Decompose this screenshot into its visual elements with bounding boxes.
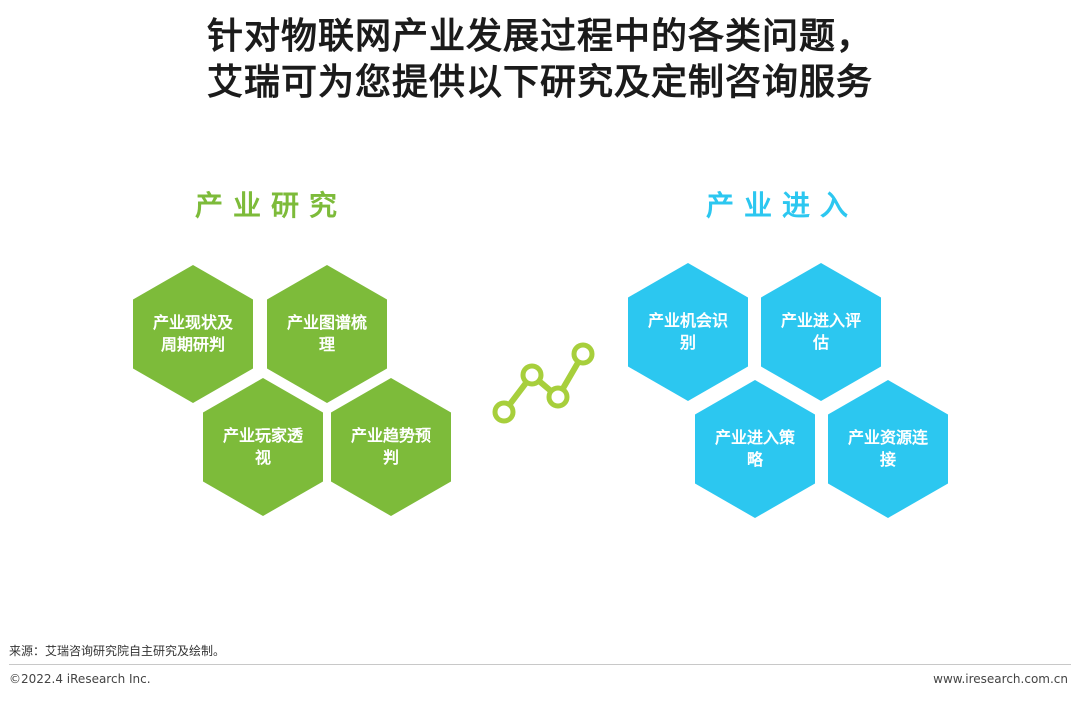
hexagon-shape: [628, 263, 748, 401]
industry-research-title: 产业研究: [195, 189, 348, 222]
website-link[interactable]: www.iresearch.com.cn: [933, 672, 1068, 686]
hexagon-shape: [331, 378, 451, 516]
hexagon-shape: [133, 265, 253, 403]
hex-left-4-label: 产业趋势预判: [350, 426, 431, 467]
hex-left-2-label: 产业图谱梳理: [286, 313, 367, 354]
hex-right-4: 产业资源连接: [828, 380, 948, 518]
page-title-line1: 针对物联网产业发展过程中的各类问题，: [206, 16, 873, 57]
page-title: 针对物联网产业发展过程中的各类问题， 艾瑞可为您提供以下研究及定制咨询服务: [0, 14, 1080, 106]
hex-left-1: 产业现状及周期研判: [133, 265, 253, 403]
hex-left-4: 产业趋势预判: [331, 378, 451, 516]
hex-right-4-label: 产业资源连接: [847, 428, 928, 469]
hex-right-2-label: 产业进入评估: [780, 311, 861, 352]
hex-left-3-label: 产业玩家透视: [222, 426, 303, 467]
hexagon-shape: [828, 380, 948, 518]
hexagon-shape: [761, 263, 881, 401]
hex-left-1-label: 产业现状及周期研判: [152, 313, 233, 354]
hex-right-2: 产业进入评估: [761, 263, 881, 401]
footer-divider: [9, 664, 1071, 665]
hex-right-3-label: 产业进入策略: [714, 428, 795, 469]
hexagon-shape: [267, 265, 387, 403]
hex-left-2: 产业图谱梳理: [267, 265, 387, 403]
hexagon-shape: [695, 380, 815, 518]
copyright-text: ©2022.4 iResearch Inc.: [9, 672, 151, 686]
source-note: 来源：艾瑞咨询研究院自主研究及绘制。: [9, 644, 226, 658]
hex-left-3: 产业玩家透视: [203, 378, 323, 516]
hexagon-shape: [203, 378, 323, 516]
hex-right-1-label: 产业机会识别: [647, 311, 728, 352]
hex-right-3: 产业进入策略: [695, 380, 815, 518]
hex-right-1: 产业机会识别: [628, 263, 748, 401]
trend-line-icon: [492, 342, 595, 424]
industry-entry-title: 产业进入: [706, 189, 859, 222]
page-title-line2: 艾瑞可为您提供以下研究及定制咨询服务: [206, 62, 873, 103]
